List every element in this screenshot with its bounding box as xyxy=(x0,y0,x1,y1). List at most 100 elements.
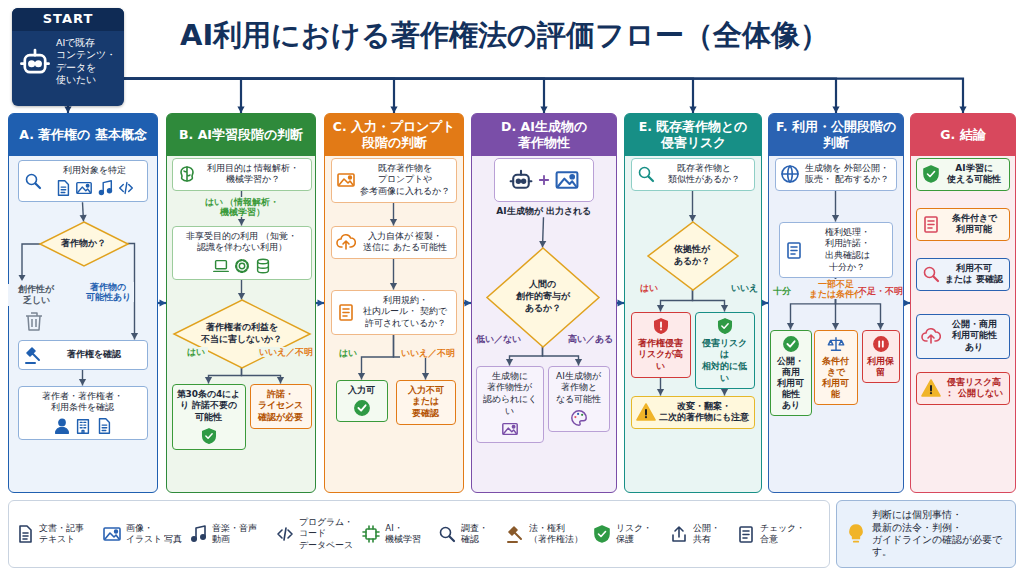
panel-header: B. AI学習段階の判断 xyxy=(167,114,315,156)
stage-panel: E. 既存著作物との 侵害リスク既存著作物と 類似性があるか？依拠性が あるか？… xyxy=(624,113,762,493)
connector xyxy=(124,79,548,113)
edge-label: 著作物の 可能性あり xyxy=(82,282,134,302)
img-icon xyxy=(554,167,580,193)
connector xyxy=(238,280,245,300)
icon xyxy=(782,335,800,353)
connector xyxy=(124,79,697,113)
shield-icon xyxy=(200,427,218,445)
box-text: AI生成物が 著作物と なる可能性 xyxy=(553,371,605,406)
legend-item: プログラム・コード データベース xyxy=(275,517,362,550)
connector-line xyxy=(124,79,241,113)
connector xyxy=(464,299,471,306)
connector xyxy=(506,347,543,366)
edge-label: いいえ／不明 xyxy=(258,347,314,357)
icon xyxy=(508,167,534,193)
icon-row xyxy=(46,179,143,197)
edge-label: 十分 xyxy=(771,286,793,296)
shield-icon xyxy=(921,164,941,184)
box-text: 条件付きで 利用可能 xyxy=(819,356,853,400)
connector xyxy=(124,79,967,113)
panel-header: A. 著作権の 基本概念 xyxy=(9,114,157,156)
connector xyxy=(124,79,245,113)
icon xyxy=(780,164,800,184)
arrowhead xyxy=(657,305,664,312)
box-text: 入力自体が 複製・送信に あたる可能性 xyxy=(359,231,452,254)
leader-line xyxy=(22,244,40,276)
process-box: 公開・商用 利用可能性 あり xyxy=(916,314,1010,359)
process-box: 侵害リスク高： 公開しない xyxy=(916,372,1010,405)
legend-strip: 文書・記事 テキスト画像・イラスト 写真音楽・音声 動画プログラム・コード デー… xyxy=(8,500,830,568)
person-icon xyxy=(53,417,71,435)
connector-line xyxy=(209,368,242,384)
icon xyxy=(233,257,251,275)
icon xyxy=(716,317,734,335)
icon xyxy=(361,524,381,544)
connector xyxy=(539,217,546,247)
box-text: 利用不可 または 要確認 xyxy=(944,263,1005,286)
box-text: 侵害リスクは 相対的に低い xyxy=(700,338,750,385)
check-icon xyxy=(782,335,800,353)
code-icon xyxy=(275,524,295,544)
diamond-outline xyxy=(648,222,738,290)
process-box: 生成物に 著作物性が 認められにくい xyxy=(476,366,544,444)
note-text: 判断には個別事情・最新の法令・判例・ガイドラインの確認が必要です。 xyxy=(872,509,1007,558)
box-text: AI学習に 使える可能性 xyxy=(944,163,1005,186)
connector-line xyxy=(543,347,579,366)
decision-text: 人間の 創作的寄与が あるか？ xyxy=(508,279,577,314)
chip-icon xyxy=(361,524,381,544)
search-icon xyxy=(23,171,43,191)
icon xyxy=(254,257,272,275)
process-box: 利用不可 または 要確認 xyxy=(916,258,1010,291)
brain-icon xyxy=(177,164,197,184)
edge-label: はい xyxy=(638,283,660,293)
icon xyxy=(592,524,612,544)
edge-label: はい （情報解析・機械学習） xyxy=(190,197,294,217)
diamond-outline xyxy=(40,222,128,266)
connector xyxy=(205,368,242,384)
pause-icon xyxy=(872,335,890,353)
connector xyxy=(390,259,397,290)
box-text: 利用規約・ 社内ルール・ 契約で 許可されているか？ xyxy=(359,295,452,330)
diamond-text-wrap: 依拠性が あるか？ xyxy=(648,222,738,290)
box-text: 生成物に 著作物性が 認められにくい xyxy=(481,371,539,418)
connector-line xyxy=(124,79,836,113)
icon-row xyxy=(872,335,890,353)
connector xyxy=(390,203,397,226)
list-icon xyxy=(736,524,756,544)
edge-label: はい xyxy=(184,347,208,357)
icon xyxy=(353,399,371,417)
panel-header: D. AI生成物の 著作物性 xyxy=(472,114,616,156)
connector xyxy=(689,191,696,222)
output-text: AI生成物が 出力される xyxy=(480,206,608,218)
warn-icon xyxy=(636,402,656,422)
icon xyxy=(75,179,93,197)
legend-item: 法・権利 （著作権法） xyxy=(505,523,592,545)
panel-title: B. AI学習段階の判断 xyxy=(179,127,303,143)
icon xyxy=(827,335,845,353)
shield-icon xyxy=(592,524,612,544)
process-box: 非享受目的の利用 （知覚・認識を伴わない利用） xyxy=(172,226,312,280)
legend-item: チェック・ 合意 xyxy=(736,523,823,545)
process-box: 条件付きで 利用可能 xyxy=(916,208,1010,241)
icon xyxy=(845,523,867,545)
connector xyxy=(316,299,324,306)
box-text: 公開・商用 利用可能性 あり xyxy=(775,356,807,411)
icon xyxy=(212,257,230,275)
icon xyxy=(200,427,218,445)
legend-text: 公開・共有 xyxy=(693,523,737,545)
legend-text: 文書・記事 テキスト xyxy=(39,523,102,545)
db-icon xyxy=(254,257,272,275)
palette-icon xyxy=(570,409,588,427)
check-icon xyxy=(353,399,371,417)
icon xyxy=(921,326,941,346)
stage-panel: C. 入力・プロンプト 段階の判断既存著作物を プロンプトや 参考画像に入れるか… xyxy=(324,113,464,493)
gear-icon xyxy=(233,257,251,275)
connector xyxy=(358,335,394,380)
arrowhead xyxy=(79,379,86,386)
stage-panel: F. 利用・公開段階の 判断生成物を 外部公開・販売・ 配布するか？権利処理・ … xyxy=(768,113,904,493)
diamond-text-wrap: 著作物か？ xyxy=(40,222,128,266)
connector-line xyxy=(124,79,963,113)
icon xyxy=(336,232,356,252)
doc-icon xyxy=(95,417,113,435)
